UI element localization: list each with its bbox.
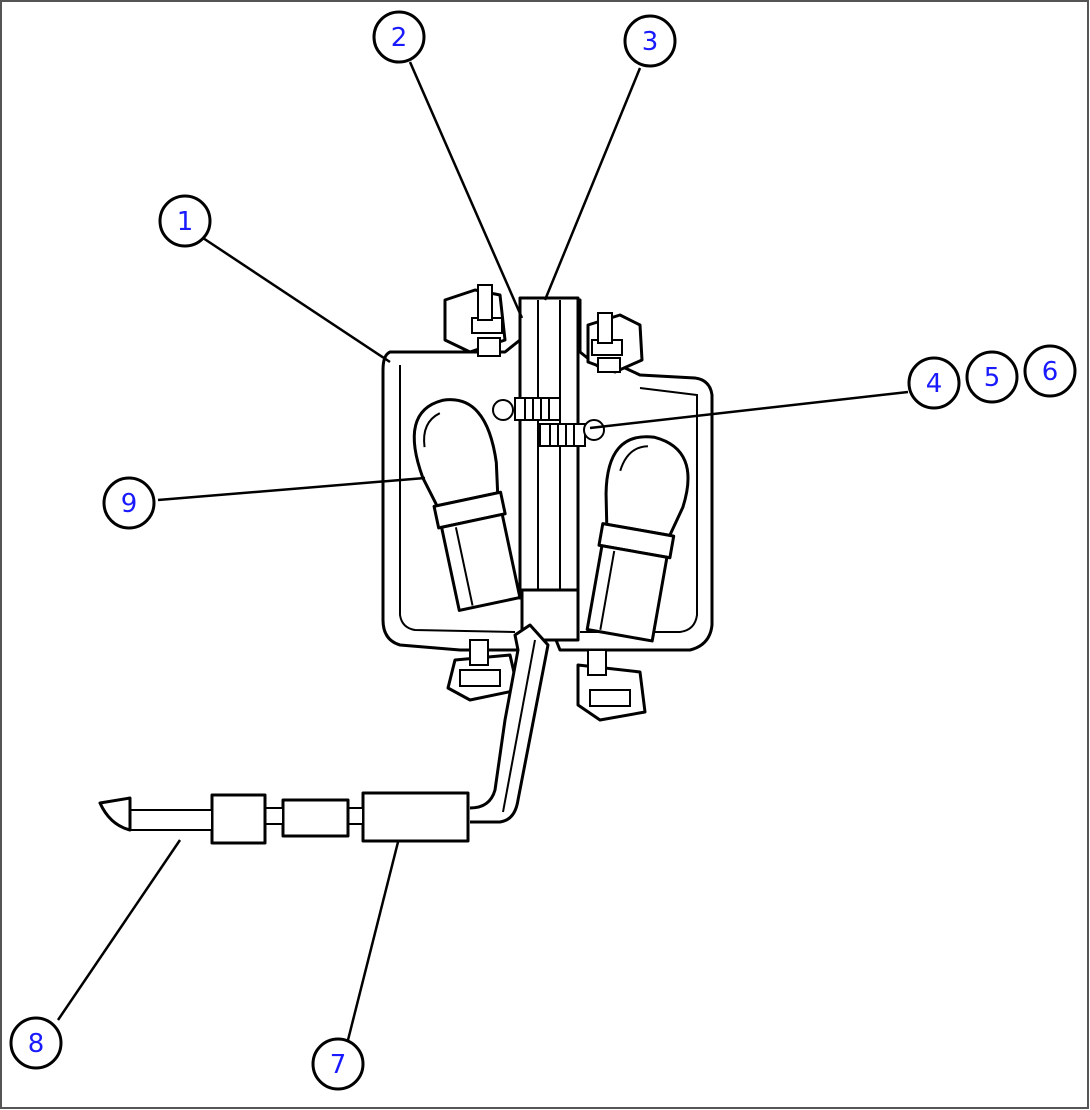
- terminal-8: [98, 796, 132, 832]
- callout-label-9: 9: [121, 489, 138, 519]
- callout-7: 7: [311, 1037, 365, 1091]
- callout-label-1: 1: [177, 207, 194, 237]
- bottom-bracket-right: [576, 649, 647, 722]
- spring-left: [514, 397, 561, 421]
- connector-7: [361, 791, 470, 843]
- callout-3: 3: [623, 14, 677, 68]
- wiring-harness: [98, 623, 550, 845]
- callout-label-6: 6: [1042, 357, 1059, 387]
- callout-8: 8: [9, 1016, 63, 1070]
- callout-label-3: 3: [642, 27, 659, 57]
- bulb-right: [585, 435, 690, 643]
- callout-6: 6: [1023, 344, 1077, 398]
- callout-label-7: 7: [330, 1050, 347, 1080]
- callout-4: 4: [907, 356, 961, 410]
- callout-label-4: 4: [926, 369, 943, 399]
- callout-2: 2: [372, 10, 426, 64]
- bottom-bracket-left: [446, 639, 520, 702]
- callout-label-5: 5: [984, 363, 1001, 393]
- callout-label-2: 2: [391, 23, 408, 53]
- spring-right: [539, 423, 586, 447]
- bulb-left: [412, 398, 522, 612]
- callout-5: 5: [965, 350, 1019, 404]
- callout-1: 1: [158, 194, 212, 248]
- callout-9: 9: [102, 476, 156, 530]
- callout-label-8: 8: [28, 1029, 45, 1059]
- leader-lines: [56, 61, 909, 1041]
